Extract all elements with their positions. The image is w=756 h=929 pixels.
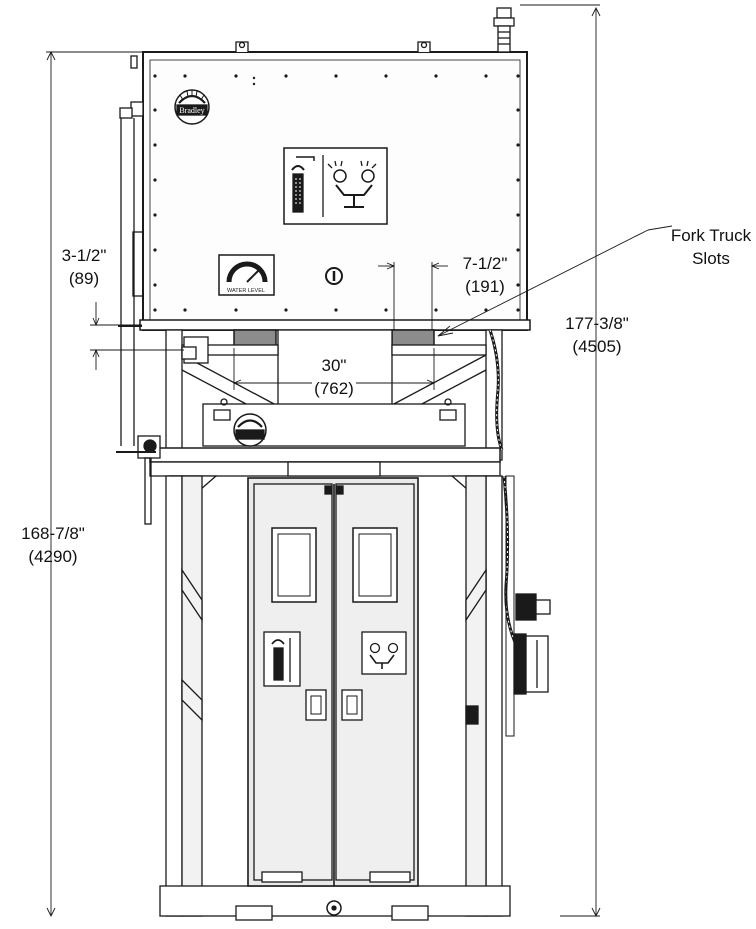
eyewash-door-sign-icon — [361, 631, 407, 675]
logo-text: Bradley — [179, 106, 204, 115]
drain-plug-icon — [325, 267, 343, 285]
overall-height-imperial: 177-3/8" — [565, 314, 629, 333]
slot-width-imperial: 7-1/2" — [462, 254, 508, 273]
frame-height-imperial: 168-7/8" — [21, 524, 85, 543]
fork-truck-slots — [233, 329, 435, 349]
slot-width-metric: (191) — [465, 277, 505, 296]
slot-spacing-metric: (762) — [314, 379, 354, 398]
tank-overflow-pipe — [118, 55, 144, 440]
water-level-gauge-icon — [218, 254, 275, 296]
right-plumbing-hose — [465, 329, 551, 737]
fork-truck-label-line2: Slots — [692, 249, 730, 268]
offset-imperial: 3-1/2" — [61, 246, 107, 265]
frame-height-metric: (4290) — [28, 547, 78, 566]
slot-spacing-imperial: 30" — [321, 356, 347, 375]
offset-metric: (89) — [68, 269, 100, 288]
enclosure-doors — [247, 477, 419, 887]
left-plumbing — [116, 336, 209, 525]
gauge-label: WATER LEVEL — [227, 288, 265, 294]
dimension-lines — [46, 4, 673, 918]
bradley-logo-icon — [174, 89, 210, 125]
fork-truck-label-line1: Fork Truck — [670, 226, 752, 245]
safety-shower-sign-icon — [283, 147, 388, 225]
bradley-logo-2-icon — [233, 413, 267, 447]
shower-door-sign-icon — [263, 631, 301, 687]
overall-height-metric: (4505) — [572, 337, 622, 356]
support-frame — [149, 329, 511, 921]
tank-rivets — [153, 74, 520, 312]
